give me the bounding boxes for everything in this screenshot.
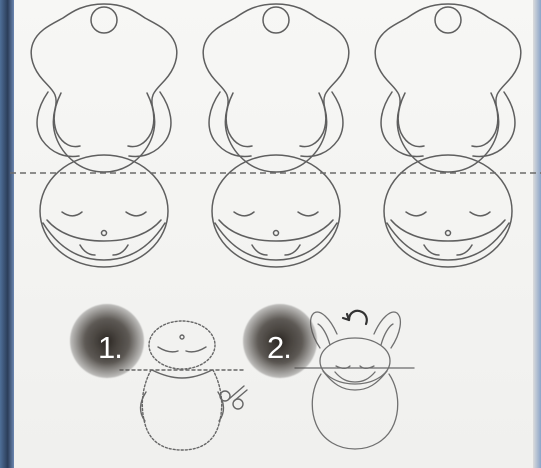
rabbit-template-2 bbox=[203, 4, 349, 267]
step-1-label: 1. bbox=[98, 330, 122, 366]
step-2-label: 2. bbox=[267, 330, 291, 366]
rabbit-template-3 bbox=[375, 4, 521, 267]
curved-arrow-icon bbox=[343, 311, 367, 324]
rabbit-template-1 bbox=[31, 4, 177, 267]
scissors-icon bbox=[220, 386, 247, 409]
